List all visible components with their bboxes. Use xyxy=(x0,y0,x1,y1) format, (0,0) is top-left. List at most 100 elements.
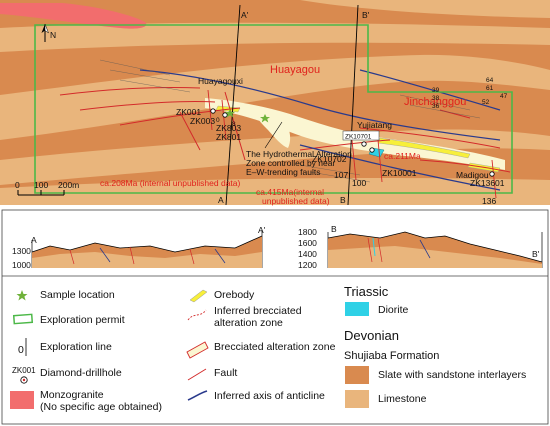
label-jinchanggou: Jinchanggou xyxy=(404,96,466,108)
legend-label: Sample location xyxy=(40,289,115,301)
section-a-prime-top: A' xyxy=(241,10,249,20)
legend-slate: Slate with sandstone interlayers xyxy=(345,366,526,384)
section-b: 1800 1600 1400 1200 B B' xyxy=(298,224,543,270)
section-b-tick-1800: 1800 xyxy=(298,227,317,237)
north-arrow: N xyxy=(41,23,56,42)
label-huayagou: Huayagou xyxy=(270,64,320,76)
scale-zero: 0 xyxy=(15,180,20,190)
legend-heading-triassic: Triassic xyxy=(344,284,389,299)
dip-value: 39 xyxy=(432,87,440,94)
section-b-prime-top: B' xyxy=(362,10,370,20)
age-label-415-line1: ca.415Ma(internal xyxy=(256,187,324,197)
diorite-swatch xyxy=(345,302,369,316)
label-zk803: ZK803 xyxy=(216,123,241,133)
legend-heading-devonian: Devonian xyxy=(344,328,399,343)
annotation-line1: The Hydrothermal Alteration xyxy=(246,149,352,159)
anticline-icon xyxy=(187,390,208,401)
geologic-map: N Huayagou Jinchanggou Huayagouxi Yujiat… xyxy=(0,0,550,206)
section-b-end-label: B' xyxy=(532,249,540,259)
label-zk13601: ZK13601 xyxy=(470,178,505,188)
legend-label: Exploration line xyxy=(40,341,112,353)
legend-heading-shujiaba: Shujiaba Formation xyxy=(344,350,439,362)
legend-monzogranite: Monzogranite (No specific age obtained) xyxy=(10,389,162,413)
dip-value: 61 xyxy=(486,85,494,92)
legend-label: Brecciated alteration zone xyxy=(214,341,336,353)
exploration-permit-boundary xyxy=(34,24,513,194)
section-a: 1300 1000 A A' xyxy=(12,225,266,270)
legend-label: Orebody xyxy=(214,289,255,301)
legend-label: Diorite xyxy=(378,304,409,316)
legend-anticline: Inferred axis of anticline xyxy=(187,390,325,402)
scale-end: 200m xyxy=(58,180,79,190)
age-label-208: ca.208Ma (internal unpublished data) xyxy=(100,178,241,188)
label-zk10701: ZK10701 xyxy=(345,133,372,140)
scale-bar: 0 100 200m xyxy=(15,180,79,196)
strata-lines xyxy=(99,59,481,183)
section-a-start-label: A xyxy=(31,235,37,245)
limestone-band xyxy=(0,22,550,52)
cross-sections: 1300 1000 A A' 1800 1600 1400 1200 xyxy=(1,209,549,425)
orebody xyxy=(377,137,471,159)
dip-value: 64 xyxy=(486,77,494,84)
legend-inferred-brecciated: Inferred brecciated alteration zone xyxy=(187,305,302,329)
legend-exploration-permit: Exploration permit xyxy=(12,313,125,326)
dip-value: 36 xyxy=(432,103,440,110)
age-label-415-line2: unpublished data) xyxy=(262,196,330,206)
legend-label: Inferred brecciated xyxy=(214,305,302,317)
north-label: N xyxy=(50,30,56,40)
section-a-end-label: A' xyxy=(258,225,266,235)
legend-label: Limestone xyxy=(378,393,427,405)
anticline-axes xyxy=(139,69,501,191)
sample-locations xyxy=(225,109,270,123)
inferred-brecciated-icon xyxy=(187,309,207,321)
line-number-8: 8 xyxy=(232,121,236,128)
legend-label: Diamond-drillhole xyxy=(40,367,122,379)
section-line-b xyxy=(347,4,359,206)
section-b-topo xyxy=(327,231,543,263)
legend-brecciated-zone: Brecciated alteration zone xyxy=(186,341,336,359)
dip-value: 52 xyxy=(482,99,490,106)
section-a-topo xyxy=(31,235,263,253)
scale-mid: 100 xyxy=(34,180,48,190)
monzogranite-body xyxy=(0,3,147,29)
legend-symbol: ZK001 xyxy=(12,366,36,375)
legend-diorite: Diorite xyxy=(345,302,409,316)
label-zk10702: ZK10702 xyxy=(312,154,347,164)
legend: Sample location Exploration permit 0 Exp… xyxy=(10,284,526,413)
brecciated-zone-icon xyxy=(186,341,209,359)
section-b-bottom: B xyxy=(340,195,346,205)
section-a-bottom: A xyxy=(218,195,224,205)
annotation-line3: E–W-trending faults xyxy=(246,167,321,177)
legend-label: Monzogranite xyxy=(40,389,104,401)
section-b-limestone xyxy=(328,246,542,268)
limestone-band xyxy=(0,177,550,205)
section-a-limestone xyxy=(32,252,262,268)
label-yujiatang: Yujiatang xyxy=(357,120,392,130)
slate-swatch xyxy=(345,366,369,384)
line-number-0: 0 xyxy=(216,117,220,124)
limestone-swatch xyxy=(345,390,369,408)
dip-value: 38 xyxy=(432,95,440,102)
legend-exploration-line: 0 Exploration line xyxy=(18,338,112,356)
age-label-211: ca.211Ma xyxy=(384,151,421,161)
label-huayagouxi: Huayagouxi xyxy=(198,76,243,86)
label-zk001: ZK001 xyxy=(176,107,201,117)
legend-limestone: Limestone xyxy=(345,390,427,408)
legend-label: Slate with sandstone interlayers xyxy=(378,369,526,381)
annotation-line2: Zone controlled by near xyxy=(246,158,335,168)
section-a-tick-1000: 1000 xyxy=(12,260,31,270)
label-box-zk10701 xyxy=(342,130,380,141)
limestone-band xyxy=(300,0,550,18)
legend-label: Fault xyxy=(214,367,237,379)
orebody-icon xyxy=(189,289,208,303)
section-b-start-label: B xyxy=(331,224,337,234)
label-zk003: ZK003 xyxy=(190,116,215,126)
dip-value: 47 xyxy=(500,93,508,100)
legend-diamond-drillhole: ZK001 Diamond-drillhole xyxy=(12,366,122,384)
monzogranite-swatch xyxy=(10,391,34,409)
label-zk10001: ZK10001 xyxy=(382,168,417,178)
fault-icon xyxy=(187,368,207,381)
legend-orebody: Orebody xyxy=(189,289,255,303)
